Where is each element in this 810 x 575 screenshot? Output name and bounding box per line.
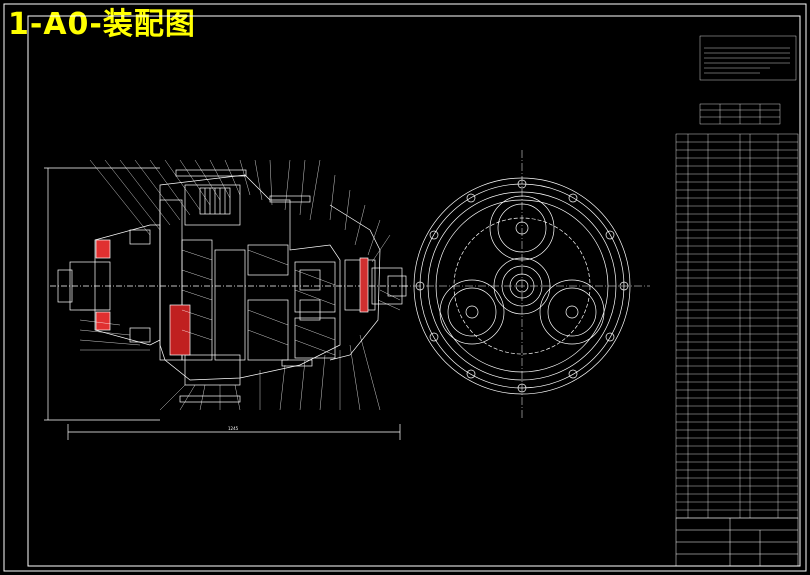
drawing-title: 1-A0-装配图 <box>8 7 196 42</box>
parts-list <box>675 133 799 519</box>
part-leaders <box>79 159 401 411</box>
inner-frame <box>27 15 801 567</box>
title-block <box>675 517 799 567</box>
svg-text:1245: 1245 <box>228 426 239 431</box>
drawing-border <box>3 3 807 572</box>
section-view: 1245 <box>44 167 410 440</box>
technical-requirements <box>699 35 797 125</box>
end-view <box>400 150 650 420</box>
